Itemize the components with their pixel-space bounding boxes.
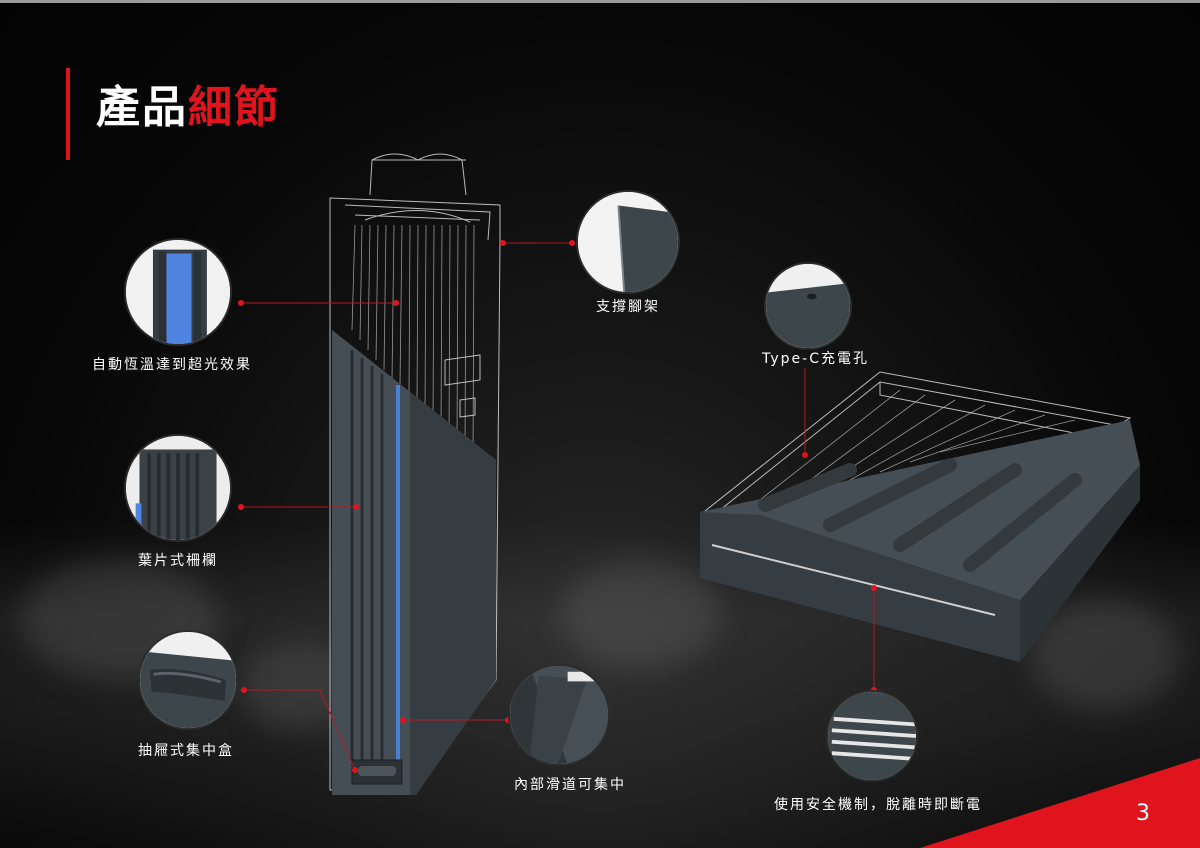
background-blob	[1030, 600, 1180, 710]
pad-device	[699, 371, 1140, 662]
detail-circle-louver	[124, 434, 232, 542]
callout-auto-temp: 自動恆溫達到超光效果	[92, 357, 252, 373]
callout-safety: 使用安全機制，脫離時即斷電	[774, 797, 982, 813]
title-part-red: 細節	[188, 82, 280, 133]
detail-circle-auto-temp	[124, 238, 232, 346]
detail-circle-slide	[508, 664, 610, 766]
background-blob	[560, 560, 720, 670]
detail-circle-drawer	[138, 630, 238, 730]
title-part-white: 產品	[96, 82, 188, 133]
red-corner	[920, 758, 1200, 848]
page-title: 產品細節	[96, 80, 280, 136]
page-number: 3	[1136, 801, 1150, 826]
tower-device	[329, 153, 501, 795]
detail-circle-typec	[764, 262, 852, 350]
callout-drawer: 抽屜式集中盒	[138, 743, 234, 759]
callout-slide: 內部滑道可集中	[514, 777, 626, 793]
callout-louver: 葉片式柵欄	[138, 553, 218, 569]
title-accent-bar	[66, 68, 70, 160]
callout-typec: Type-C充電孔	[762, 351, 869, 367]
detail-circle-stand	[576, 190, 680, 294]
callout-stand: 支撐腳架	[596, 299, 660, 315]
detail-circle-safety	[826, 690, 918, 782]
top-border	[0, 0, 1200, 3]
